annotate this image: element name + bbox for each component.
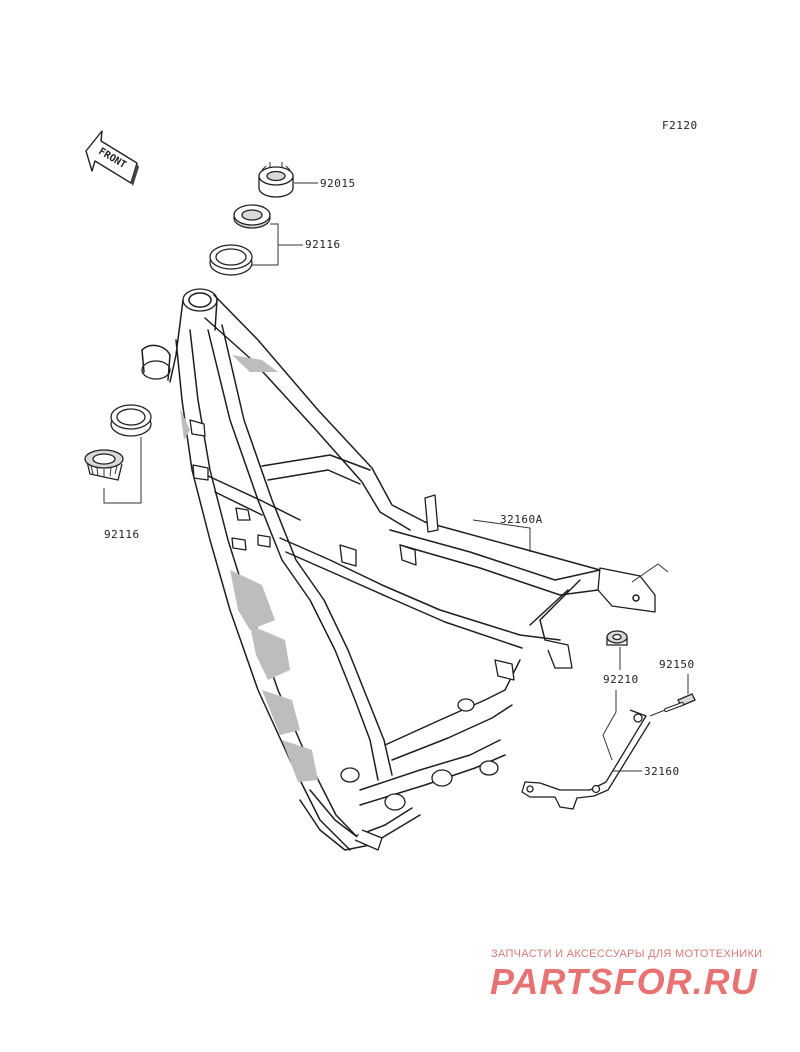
label-92116-lower: 92116 — [104, 528, 140, 541]
watermark-logo: PARTSFOR.RU — [490, 961, 758, 1002]
motorcycle-frame-part — [141, 288, 656, 851]
upper-race-part — [209, 244, 253, 276]
label-92150: 92150 — [659, 658, 695, 671]
label-92116-upper: 92116 — [305, 238, 341, 251]
lower-bearing-part — [84, 449, 124, 481]
diagram-code: F2120 — [662, 119, 698, 132]
label-32160A: 32160A — [500, 513, 543, 526]
lower-race-part — [110, 404, 152, 437]
upper-bearing-part — [233, 204, 271, 229]
steering-nut-part — [258, 162, 294, 198]
bolt-part — [664, 693, 696, 712]
label-92210: 92210 — [603, 673, 639, 686]
watermark-tagline: ЗАПЧАСТИ И АКСЕССУАРЫ ДЛЯ МОТОТЕХНИКИ — [491, 948, 763, 960]
bracket-part — [521, 690, 651, 810]
front-arrow-icon: FRONT — [85, 130, 139, 186]
label-92015: 92015 — [320, 177, 356, 190]
label-32160: 32160 — [644, 765, 680, 778]
collar-part — [606, 630, 628, 646]
